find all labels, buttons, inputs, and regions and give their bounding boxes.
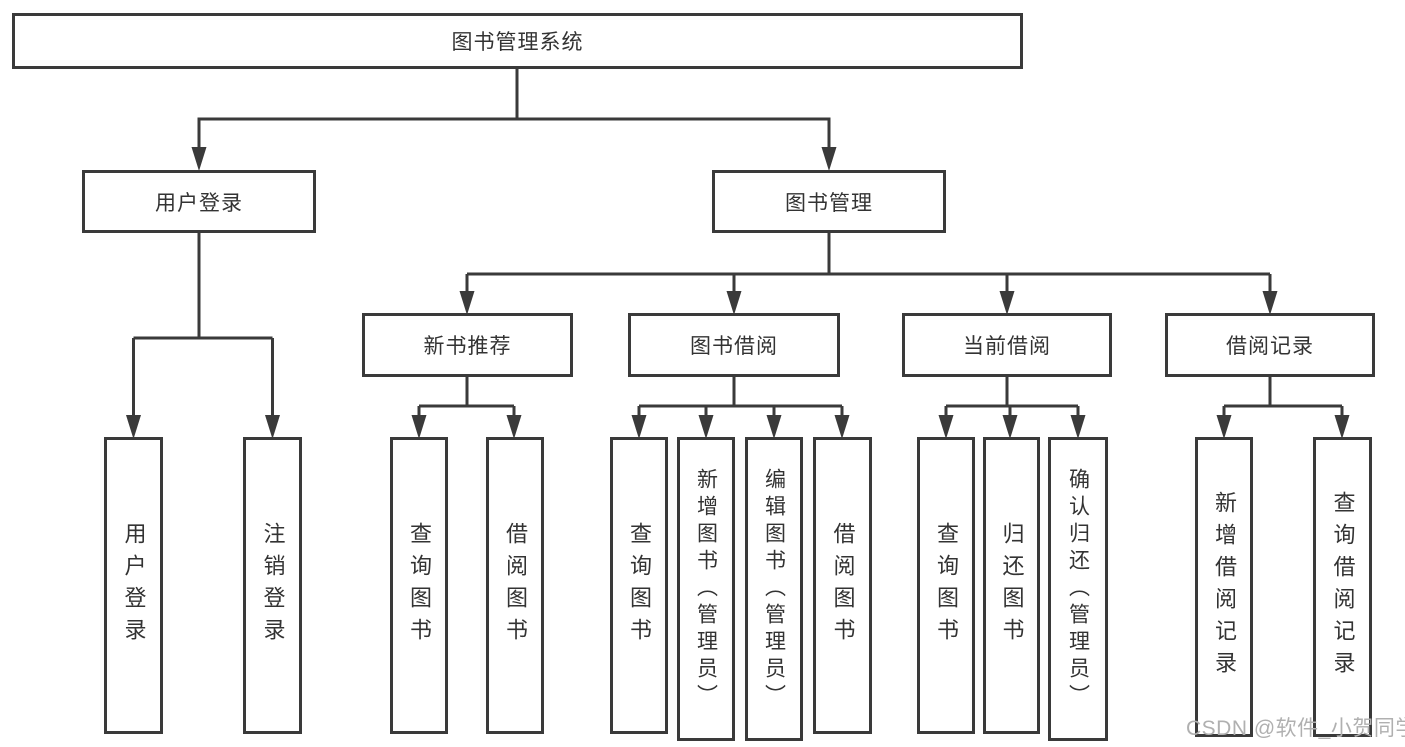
leaf-query-borrow-record-label: 查询借阅记录 bbox=[1330, 491, 1356, 683]
leaf-query-books-3-label: 查询图书 bbox=[934, 521, 959, 650]
leaf-logout-label: 注销登录 bbox=[260, 521, 286, 650]
leaf-borrow-books-2-label: 借阅图书 bbox=[830, 521, 856, 650]
leaf-user-login-label: 用户登录 bbox=[121, 521, 147, 650]
leaf-query-books-1-label: 查询图书 bbox=[407, 521, 432, 650]
leaf-query-borrow-record: 查询借阅记录 bbox=[1313, 437, 1372, 737]
leaf-add-books-admin-label: 新增图书（管理员） bbox=[694, 467, 718, 711]
leaf-add-borrow-record: 新增借阅记录 bbox=[1195, 437, 1253, 737]
leaf-confirm-return-admin: 确认归还（管理员） bbox=[1048, 437, 1108, 741]
node-book-management-label: 图书管理 bbox=[785, 191, 873, 215]
node-borrowing-records-label: 借阅记录 bbox=[1226, 335, 1314, 358]
leaf-logout: 注销登录 bbox=[243, 437, 302, 734]
node-new-book-recommend: 新书推荐 bbox=[362, 313, 573, 377]
node-current-borrowing: 当前借阅 bbox=[902, 313, 1112, 377]
node-current-borrowing-label: 当前借阅 bbox=[963, 335, 1051, 358]
csdn-watermark: CSDN @软件_小贺同学 bbox=[1186, 717, 1405, 740]
leaf-edit-books-admin-label: 编辑图书（管理员） bbox=[762, 467, 786, 711]
node-book-borrowing-label: 图书借阅 bbox=[690, 335, 778, 358]
leaf-add-borrow-record-label: 新增借阅记录 bbox=[1212, 491, 1237, 683]
node-user-login: 用户登录 bbox=[82, 170, 316, 233]
node-book-management: 图书管理 bbox=[712, 170, 946, 233]
node-book-borrowing: 图书借阅 bbox=[628, 313, 840, 377]
node-new-book-recommend-label: 新书推荐 bbox=[423, 335, 512, 358]
leaf-borrow-books-2: 借阅图书 bbox=[813, 437, 872, 734]
leaf-confirm-return-admin-label: 确认归还（管理员） bbox=[1066, 467, 1090, 711]
leaf-user-login: 用户登录 bbox=[104, 437, 163, 734]
leaf-query-books-1: 查询图书 bbox=[390, 437, 448, 734]
leaf-return-books: 归还图书 bbox=[983, 437, 1040, 734]
leaf-borrow-books-1: 借阅图书 bbox=[486, 437, 544, 734]
leaf-query-books-2-label: 查询图书 bbox=[627, 521, 652, 650]
node-borrowing-records: 借阅记录 bbox=[1165, 313, 1375, 377]
leaf-return-books-label: 归还图书 bbox=[999, 521, 1025, 650]
leaf-query-books-2: 查询图书 bbox=[610, 437, 668, 734]
leaf-edit-books-admin: 编辑图书（管理员） bbox=[745, 437, 803, 741]
leaf-query-books-3: 查询图书 bbox=[917, 437, 975, 734]
node-root-label: 图书管理系统 bbox=[451, 31, 584, 54]
leaf-add-books-admin: 新增图书（管理员） bbox=[677, 437, 735, 741]
node-root-system: 图书管理系统 bbox=[12, 13, 1023, 69]
leaf-borrow-books-1-label: 借阅图书 bbox=[503, 521, 528, 650]
node-user-login-label: 用户登录 bbox=[155, 191, 243, 215]
